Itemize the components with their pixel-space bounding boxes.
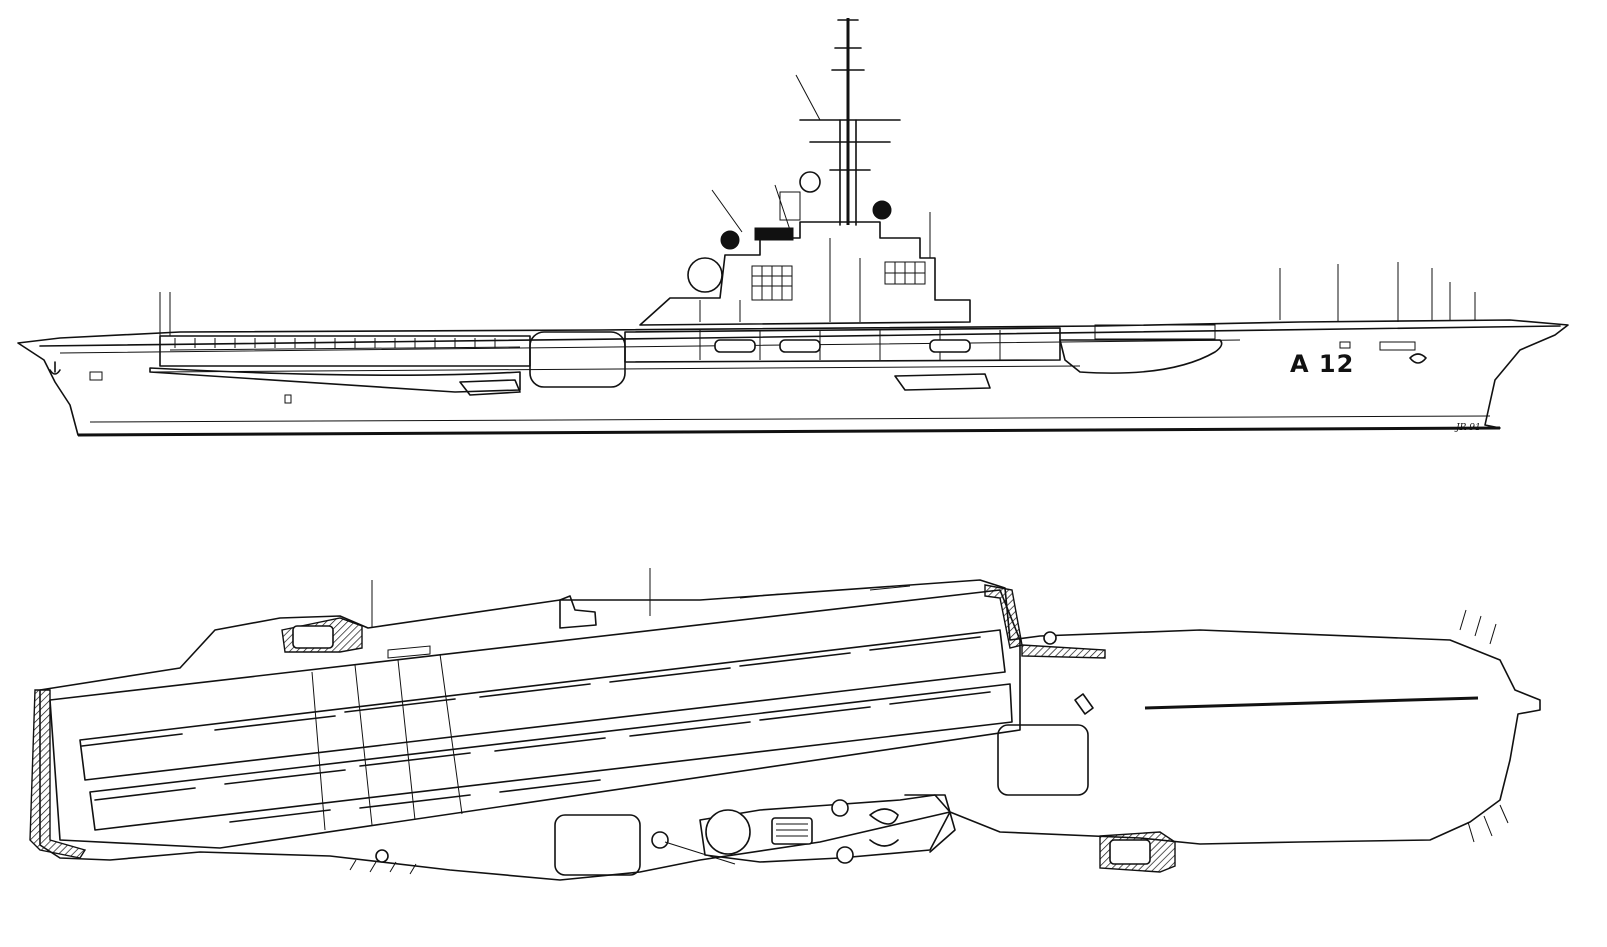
- profile-anchor: [49, 361, 61, 375]
- plan-arresting-wires: [311, 653, 463, 831]
- plan-angled-deck: [49, 589, 1021, 849]
- profile-hull: [17, 319, 1569, 436]
- profile-fwd-sponson: [1059, 339, 1223, 374]
- plan-hatched-edge-fwd: [984, 584, 1023, 649]
- profile-radome-aft: [687, 257, 723, 293]
- hull-number-label: A 12: [1290, 350, 1355, 378]
- plan-fwd-elevator: [997, 724, 1089, 796]
- profile-boat-aft: [459, 379, 521, 396]
- plan-hull-outline: [39, 579, 1541, 881]
- profile-view: [17, 18, 1569, 437]
- plan-island: [699, 794, 956, 864]
- profile-lower-hull-sponson: [149, 367, 521, 393]
- profile-knuckle-line: [149, 365, 1081, 373]
- plan-landing-lane-upper: [79, 629, 1006, 781]
- plan-landing-lane-lower: [89, 683, 1013, 831]
- plan-lane-markings: [81, 636, 991, 823]
- profile-mid-sponson: [624, 327, 1061, 363]
- profile-boat-mid: [894, 373, 991, 391]
- plan-view: [29, 568, 1541, 881]
- plan-aft-elevator: [554, 814, 641, 876]
- plan-fwd-centerline: [1144, 696, 1479, 710]
- profile-bow-crest: [1409, 353, 1427, 364]
- artist-signature: JR 91: [1456, 423, 1481, 433]
- profile-island: [159, 18, 1476, 336]
- profile-port-row: [174, 338, 496, 348]
- plan-hatched-edge-aft: [29, 689, 87, 859]
- profile-boot-topping: [89, 415, 1491, 423]
